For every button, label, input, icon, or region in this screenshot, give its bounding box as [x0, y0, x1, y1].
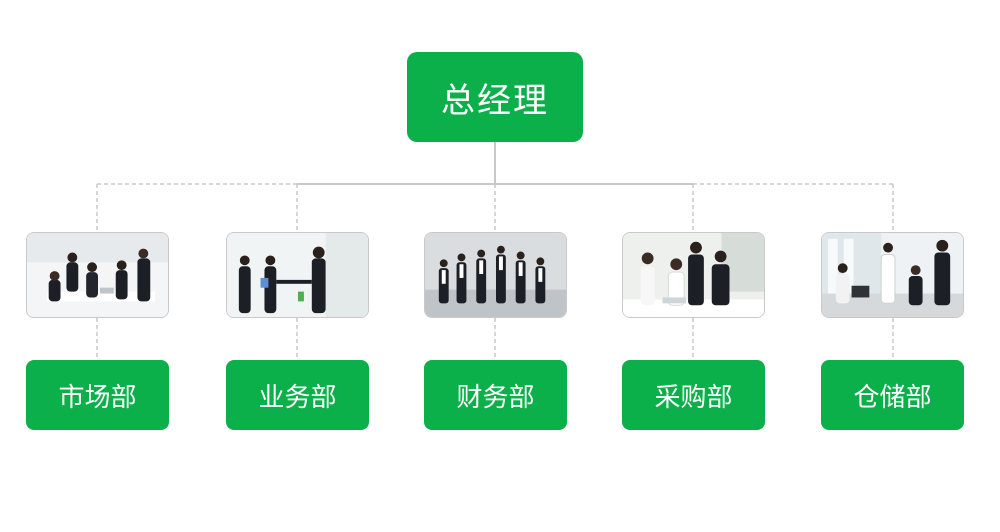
department-box: 仓储部: [821, 360, 964, 430]
department-label: 仓储部: [853, 382, 932, 413]
department-label: 采购部: [654, 382, 733, 413]
department-box: 财务部: [424, 360, 567, 430]
team-meeting-photo: [26, 232, 169, 318]
department-box: 市场部: [26, 360, 169, 430]
department-box: 业务部: [226, 360, 369, 430]
team-celebration-photo: [424, 232, 567, 318]
team-review-photo: [622, 232, 765, 318]
root-node-general-manager: 总经理: [407, 52, 583, 142]
office-workers-photo: [821, 232, 964, 318]
department-label: 业务部: [258, 382, 337, 413]
handshake-photo: [226, 232, 369, 318]
department-box: 采购部: [622, 360, 765, 430]
department-label: 财务部: [456, 382, 535, 413]
department-label: 市场部: [58, 382, 137, 413]
root-node-label: 总经理: [441, 80, 549, 121]
